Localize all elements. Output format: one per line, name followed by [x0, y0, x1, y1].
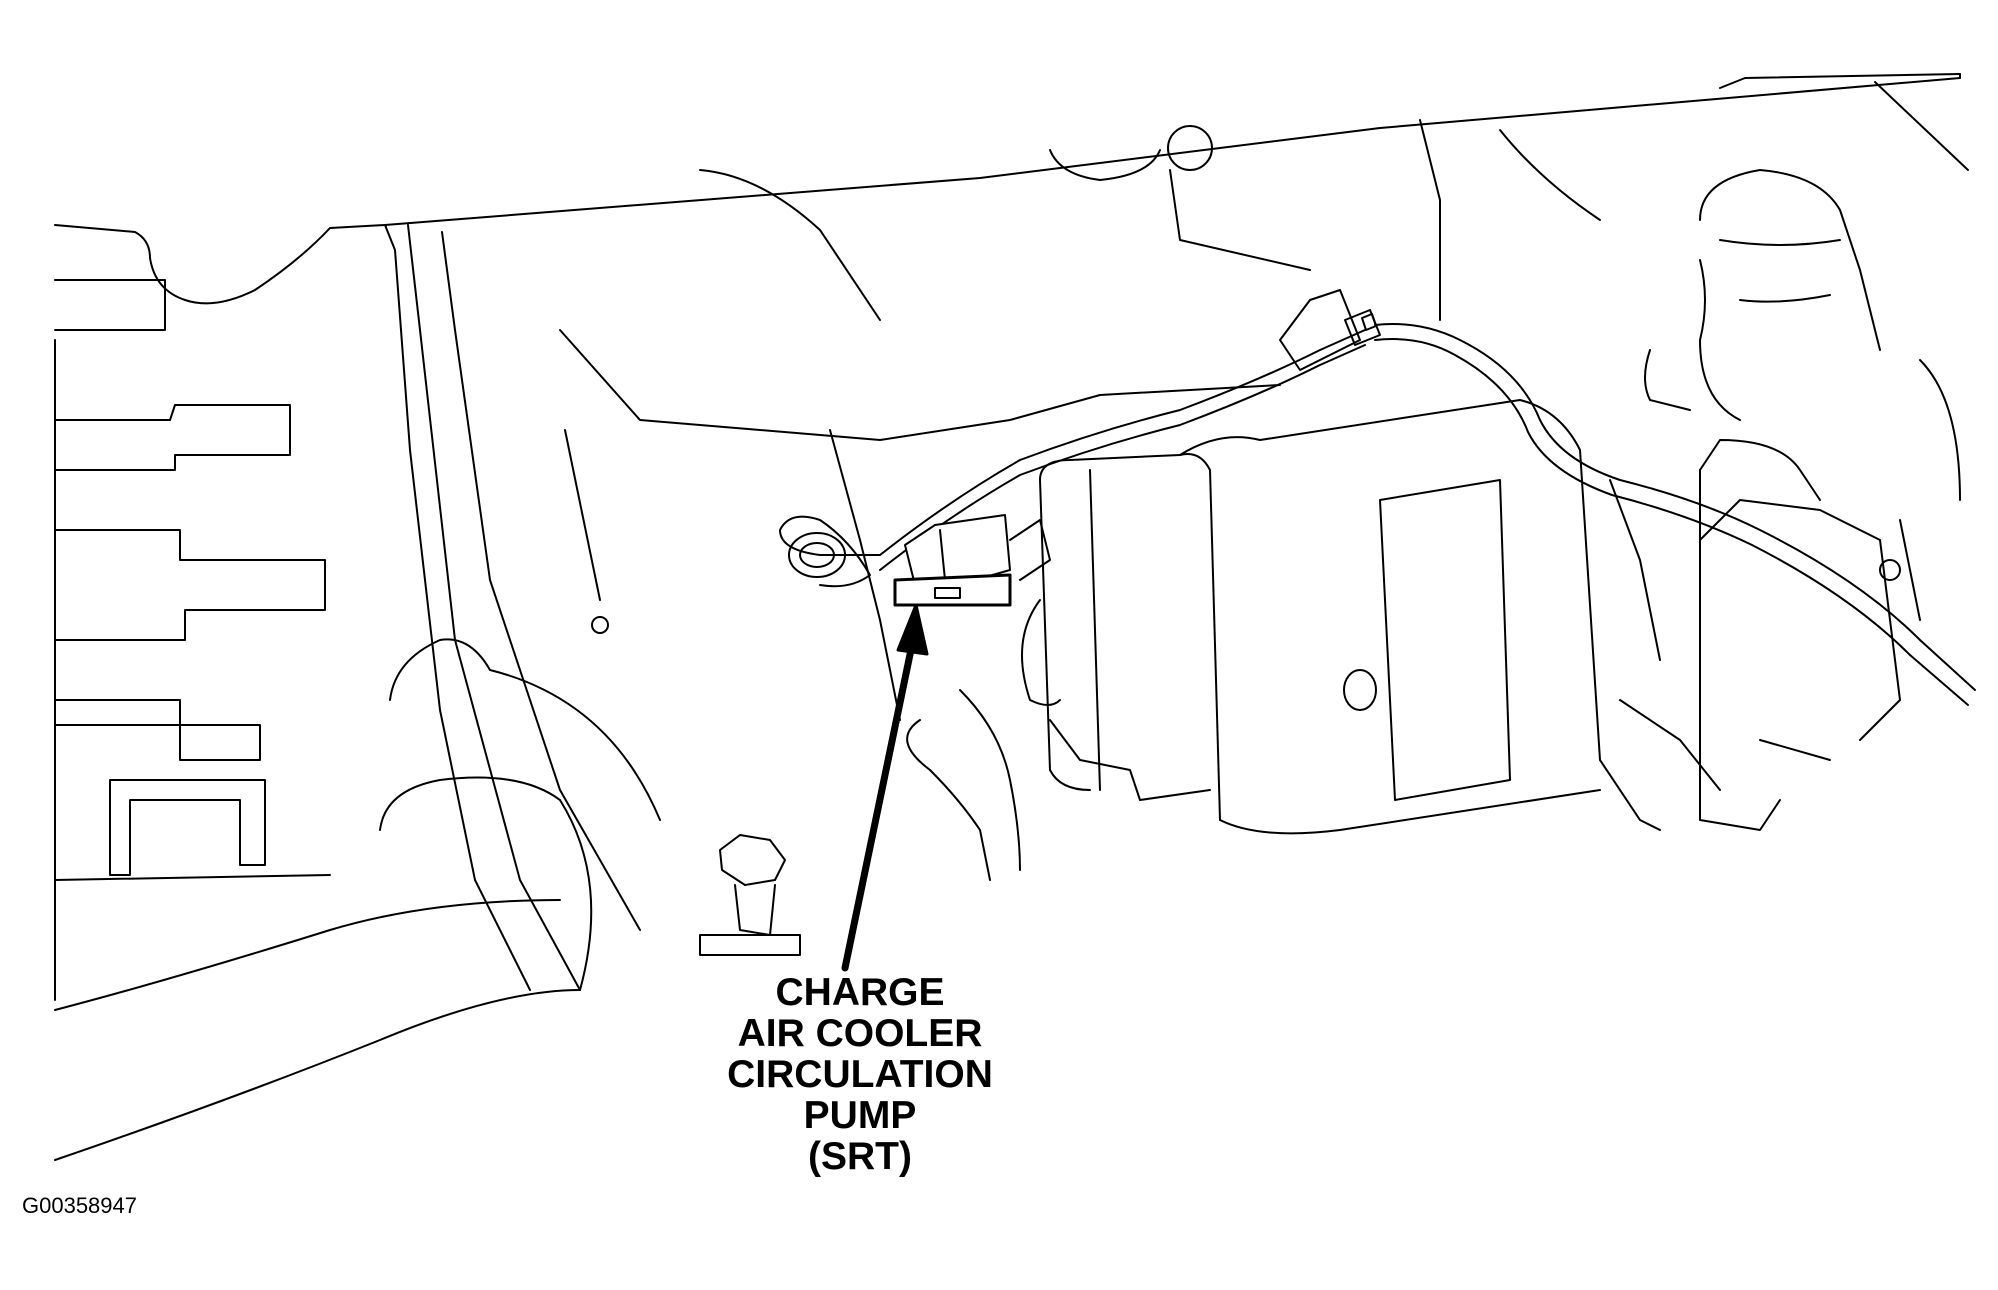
- pump-head: [1619, 349, 1921, 831]
- arrow-up-icon: [896, 603, 929, 656]
- frame-rail: [384, 73, 1969, 227]
- callout-arrow: [841, 603, 929, 972]
- part-label-line-4: PUMP: [803, 1094, 917, 1137]
- lower-hose: [906, 689, 1021, 881]
- housing-outline: [559, 119, 1601, 721]
- left-bracket: [54, 224, 641, 1161]
- figure-id: G00358947: [22, 1193, 137, 1218]
- part-label-line-1: CHARGE: [775, 971, 945, 1014]
- right-hose: [1699, 169, 1961, 501]
- part-label-line-5: (SRT): [808, 1135, 912, 1178]
- pump-connector[interactable]: [893, 514, 1051, 607]
- bolt: [699, 834, 801, 956]
- wiring-harness: [879, 289, 1976, 706]
- part-label: CHARGE AIR COOLER CIRCULATION PUMP (SRT): [640, 972, 1080, 1177]
- left-hose: [379, 638, 661, 991]
- part-label-line-2: AIR COOLER: [737, 1012, 983, 1055]
- pump-body[interactable]: [1021, 399, 1661, 835]
- ring-terminal: [779, 515, 881, 588]
- part-label-line-3: CIRCULATION: [727, 1053, 993, 1096]
